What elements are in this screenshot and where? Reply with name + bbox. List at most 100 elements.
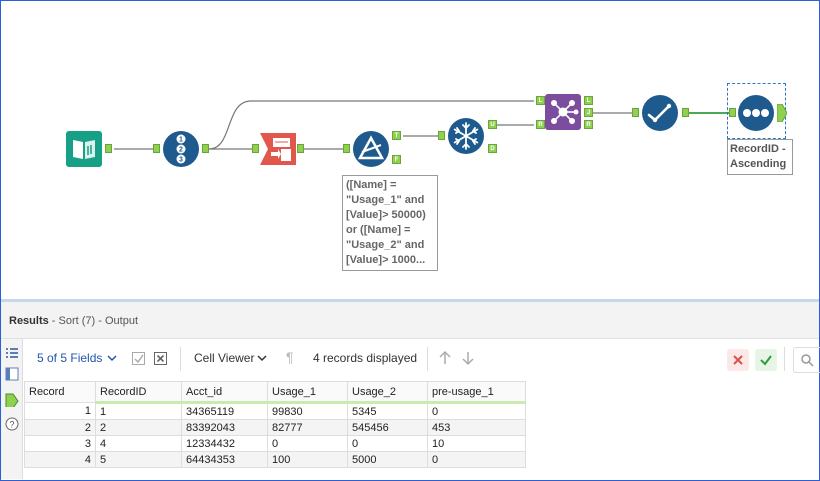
table-row[interactable]: 3 4 12334432 0 0 10 [24,435,526,452]
table-cell[interactable]: 100 [267,451,348,468]
connections-layer [114,100,732,150]
close-icon [733,355,743,365]
recordid-output-anchor[interactable] [202,144,209,153]
numbered-list-icon: 1 2 3 [163,131,199,167]
apply-button[interactable] [755,349,777,371]
table-icon[interactable] [5,367,19,381]
chevron-down-icon[interactable] [106,353,118,363]
chevron-down-icon[interactable] [256,353,268,363]
table-row[interactable]: 4 5 64434353 100 5000 0 [24,451,526,468]
panel-divider[interactable] [1,299,819,302]
column-header[interactable]: Usage_1 [267,381,348,404]
record-number-cell: 2 [24,419,96,436]
checkbox-icon[interactable] [131,351,146,366]
help-icon[interactable]: ? [5,417,19,431]
input-output-anchor[interactable] [105,144,112,153]
join-left-output-anchor[interactable]: L [584,96,593,105]
transpose-input-anchor[interactable] [252,144,259,153]
filter-true-anchor[interactable]: T [392,131,401,140]
record-number-cell: 1 [24,402,96,420]
table-cell[interactable]: 83392043 [181,419,268,436]
sort-annotation: RecordID - Ascending [727,139,793,175]
table-cell[interactable]: 545456 [347,419,428,436]
check-icon [760,355,772,366]
column-header[interactable]: pre-usage_1 [427,381,526,404]
arrow-down-icon[interactable] [461,350,475,366]
table-cell[interactable]: 0 [267,435,348,452]
transpose-output-anchor[interactable] [297,144,304,153]
filter-false-anchor[interactable]: F [392,155,401,164]
table-cell[interactable]: 0 [427,451,526,468]
table-cell[interactable]: 99830 [267,402,348,420]
cancel-button[interactable] [727,349,749,371]
svg-text:2: 2 [179,147,183,154]
table-cell[interactable]: 34365119 [181,402,268,420]
pilcrow-icon[interactable]: ¶ [286,349,294,365]
toolbar-separator [180,347,181,371]
join-right-output-anchor[interactable]: R [584,120,593,129]
column-header[interactable]: Acct_id [181,381,268,404]
results-title: Results - Sort (7) - Output [9,315,138,327]
results-toolbar: 5 of 5 Fields Cell Viewer ¶ 4 records di… [24,339,820,379]
toolbar-separator [427,347,428,371]
checkmark-icon [642,95,678,131]
results-subtitle: - Sort (7) - Output [48,315,138,327]
crosstab-duplicate-anchor[interactable]: D [488,144,497,153]
join-join-output-anchor[interactable]: J [584,108,593,117]
crosstab-unique-anchor[interactable]: U [488,120,497,129]
transpose-icon [260,133,296,165]
workflow-canvas[interactable]: 1 2 3 T F ([Name] = "Usage_1" and [Value… [1,1,819,299]
column-header[interactable]: Usage_2 [347,381,428,404]
book-icon [66,131,102,167]
table-cell[interactable]: 0 [427,402,526,420]
crosstab-input-anchor[interactable] [438,131,445,140]
results-header: Results - Sort (7) - Output [1,302,819,339]
table-cell[interactable]: 5000 [347,451,428,468]
join-left-input-anchor[interactable]: L [536,96,545,105]
arrow-up-icon[interactable] [438,350,452,366]
join-network-icon [545,94,581,130]
join-right-input-anchor[interactable]: R [536,120,545,129]
list-icon[interactable] [5,346,19,360]
record-number-cell: 4 [24,451,96,468]
svg-text:3: 3 [179,157,183,164]
table-cell[interactable]: 64434353 [181,451,268,468]
results-grid[interactable]: Record RecordID Acct_id Usage_1 Usage_2 … [24,381,526,468]
filter-triangle-icon [353,131,389,167]
toolbar-separator [784,347,785,371]
select-output-anchor[interactable] [682,108,689,117]
svg-text:?: ? [9,420,14,430]
table-cell[interactable]: 10 [427,435,526,452]
filter-annotation: ([Name] = "Usage_1" and [Value]> 50000) … [342,175,438,271]
fields-dropdown[interactable]: 5 of 5 Fields [37,351,103,365]
sort-input-anchor[interactable] [729,108,736,117]
output-anchor-icon[interactable] [5,393,19,407]
column-header[interactable]: Record [24,381,96,403]
table-cell[interactable]: 0 [347,435,428,452]
table-row[interactable]: 1 1 34365119 99830 5345 0 [24,402,526,420]
filter-input-anchor[interactable] [343,144,350,153]
search-box[interactable] [793,347,820,373]
deselect-icon[interactable] [153,351,168,366]
column-header[interactable]: RecordID [95,381,182,404]
table-cell[interactable]: 453 [427,419,526,436]
table-cell[interactable]: 2 [95,419,182,436]
table-cell[interactable]: 4 [95,435,182,452]
table-cell[interactable]: 82777 [267,419,348,436]
table-cell[interactable]: 5 [95,451,182,468]
snowflake-icon [448,118,484,154]
select-input-anchor[interactable] [632,108,639,117]
table-row[interactable]: 2 2 83392043 82777 545456 453 [24,419,526,436]
table-cell[interactable]: 12334432 [181,435,268,452]
results-side-strip: ? [1,339,23,479]
results-label: Results [9,315,49,327]
three-dots-icon [738,95,774,131]
sort-output-anchor[interactable] [777,104,787,122]
table-cell[interactable]: 1 [95,402,182,420]
grid-header-row: Record RecordID Acct_id Usage_1 Usage_2 … [24,381,526,404]
recordid-input-anchor[interactable] [153,144,160,153]
table-cell[interactable]: 5345 [347,402,428,420]
svg-text:1: 1 [179,137,183,144]
record-number-cell: 3 [24,435,96,452]
cell-viewer-dropdown[interactable]: Cell Viewer [194,351,255,365]
